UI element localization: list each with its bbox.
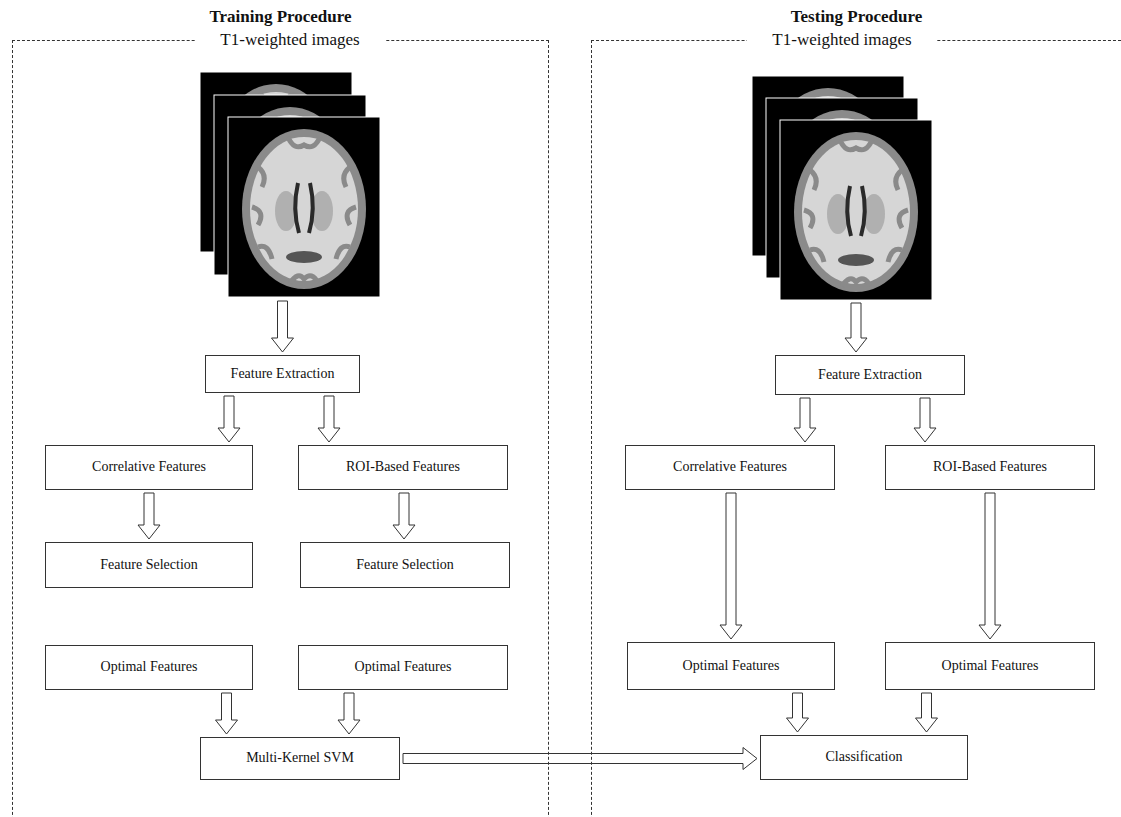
block-arrow	[914, 398, 936, 442]
process-box: Correlative Features	[625, 445, 835, 490]
box-label: Feature Extraction	[231, 366, 335, 383]
box-label: Classification	[826, 749, 903, 766]
process-box: Feature Extraction	[775, 355, 965, 395]
process-box: Feature Selection	[45, 542, 253, 588]
process-box: Feature Extraction	[205, 355, 360, 393]
process-box: Multi-Kernel SVM	[200, 737, 400, 780]
block-arrow	[845, 303, 867, 352]
process-box: ROI-Based Features	[885, 445, 1095, 490]
process-box: Feature Selection	[300, 542, 510, 588]
block-arrow	[393, 493, 415, 539]
procedure-panel: Testing ProcedureT1-weighted imagesFeatu…	[591, 40, 1121, 817]
process-box: Optimal Features	[45, 645, 253, 690]
image-stack	[200, 72, 380, 297]
process-box: Optimal Features	[627, 642, 835, 690]
block-arrow	[138, 493, 160, 539]
block-arrow	[318, 396, 340, 442]
block-arrow	[916, 693, 938, 732]
panel-heading: Testing Procedure	[592, 7, 1121, 27]
box-label: ROI-Based Features	[346, 459, 460, 476]
image-caption: T1-weighted images	[747, 30, 937, 50]
procedure-panel: Training ProcedureT1-weighted imagesFeat…	[12, 40, 549, 817]
box-label: Correlative Features	[92, 459, 206, 476]
block-arrow	[403, 748, 757, 770]
image-group: T1-weighted images	[747, 30, 937, 300]
block-arrow	[794, 398, 816, 442]
block-arrow	[272, 301, 294, 352]
panel-heading: Training Procedure	[13, 7, 548, 27]
block-arrow	[218, 396, 240, 442]
box-label: Feature Extraction	[818, 367, 922, 384]
image-stack	[752, 76, 932, 300]
box-label: Multi-Kernel SVM	[246, 750, 354, 767]
box-label: Optimal Features	[683, 658, 780, 675]
process-box: Classification	[760, 735, 968, 780]
image-group: T1-weighted images	[195, 30, 385, 298]
box-label: Optimal Features	[942, 658, 1039, 675]
process-box: Correlative Features	[45, 445, 253, 490]
box-label: Correlative Features	[673, 459, 787, 476]
box-label: ROI-Based Features	[933, 459, 1047, 476]
process-box: Optimal Features	[885, 642, 1095, 690]
box-label: Feature Selection	[100, 557, 198, 574]
box-label: Optimal Features	[101, 659, 198, 676]
image-caption: T1-weighted images	[195, 30, 385, 50]
block-arrow	[979, 493, 1001, 639]
box-label: Optimal Features	[355, 659, 452, 676]
block-arrow	[787, 693, 809, 732]
block-arrow	[216, 693, 238, 734]
box-label: Feature Selection	[356, 557, 454, 574]
block-arrow	[338, 693, 360, 734]
process-box: Optimal Features	[298, 645, 508, 690]
block-arrow	[720, 493, 742, 639]
process-box: ROI-Based Features	[298, 445, 508, 490]
